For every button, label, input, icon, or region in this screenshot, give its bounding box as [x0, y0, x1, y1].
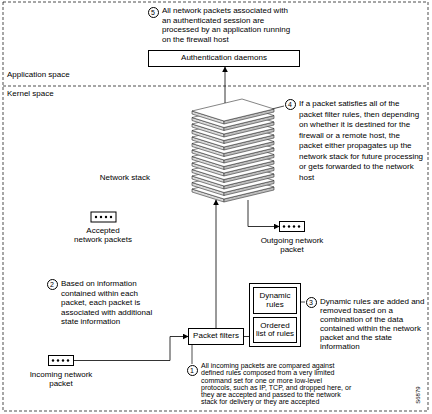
process-box: Packet filters — [188, 328, 244, 345]
node-text: Incoming network packet — [28, 370, 94, 388]
connector-arrow — [225, 67, 226, 103]
packet-icon: Incoming network packet — [48, 355, 74, 366]
leader-line — [301, 302, 305, 303]
legend-entry: Accepted network packets — [72, 226, 134, 244]
space-divider — [3, 86, 428, 87]
packet-dots — [280, 222, 304, 231]
node-text: Outgoing network packet — [259, 236, 325, 254]
rules-group: Dynamic rulesOrdered list of rules — [249, 283, 301, 347]
node-text: Packet filters — [192, 332, 240, 341]
rules-box: Dynamic rules — [253, 287, 297, 314]
leader-line — [192, 345, 193, 364]
callout-number: 4 — [285, 99, 296, 110]
connector-arrow — [74, 337, 188, 361]
packet-icon: Outgoing network packet — [279, 221, 305, 232]
callout-text: All network packets associated with an a… — [162, 6, 292, 44]
leader-line — [272, 106, 284, 109]
callout-number: 2 — [47, 279, 58, 290]
callout-text: Dynamic rules are added and removed base… — [320, 297, 426, 351]
node-text: Ordered list of rules — [254, 322, 296, 339]
region-label: Kernel space — [7, 89, 97, 99]
process-box: Authentication daemons — [148, 50, 300, 67]
callout-number: 3 — [306, 297, 317, 308]
rules-box: Ordered list of rules — [253, 317, 297, 343]
network-stack: Network stack — [190, 97, 276, 203]
packet-dots — [49, 356, 73, 365]
stack-layer — [192, 99, 274, 124]
legend-text: Accepted network packets — [72, 226, 134, 244]
callout-text: If a packet satisfies all of the packet … — [299, 99, 425, 183]
node-text: Network stack — [100, 173, 150, 182]
node-text: Authentication daemons — [180, 54, 268, 63]
callout-text: All incoming packets are compared agains… — [201, 362, 353, 406]
connector-arrow — [248, 200, 279, 227]
callout-number: 1 — [187, 365, 198, 376]
connector-arrow — [216, 200, 217, 328]
figure-id: S6879 — [414, 374, 424, 404]
region-label: Application space — [7, 70, 97, 80]
callout-text: Based on information contained within ea… — [61, 279, 161, 327]
callout-number: 5 — [148, 7, 159, 18]
stack-drawing — [190, 97, 276, 203]
node-text: Dynamic rules — [254, 292, 296, 309]
space-frame — [3, 2, 428, 411]
packet-icon — [91, 212, 116, 222]
